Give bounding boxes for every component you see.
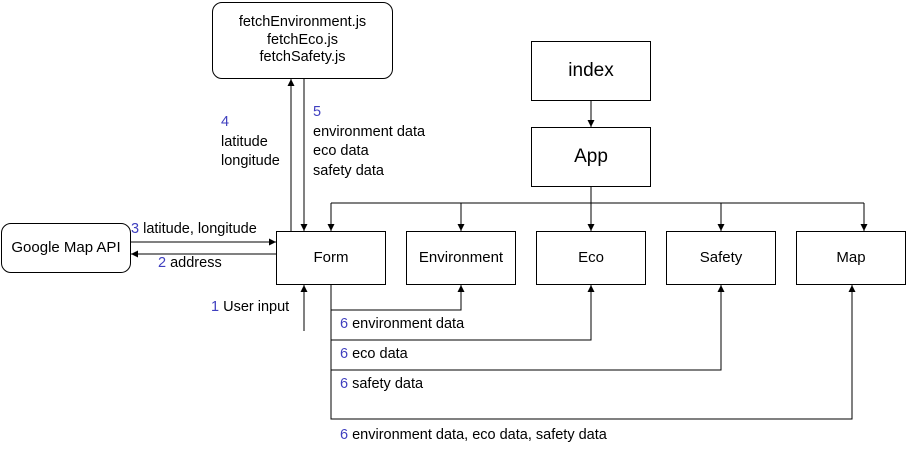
step5-number: 5 — [313, 104, 322, 120]
form-node: Form — [276, 231, 386, 285]
fetch-environment-label: fetchEnvironment.js — [238, 14, 367, 31]
step2-label: 2 address — [158, 254, 222, 274]
step6-map-number: 6 — [340, 427, 349, 443]
step4-line-latitude: latitude — [221, 133, 268, 150]
fetch-safety-label: fetchSafety.js — [259, 49, 346, 66]
step6-environment-text: environment data — [352, 316, 465, 332]
step6-eco-text: eco data — [352, 346, 408, 362]
step6-safety-label: 6 safety data — [340, 375, 423, 395]
step1-text: User input — [223, 299, 290, 315]
step2-number: 2 — [158, 255, 167, 271]
fetch-modules-node: fetchEnvironment.js fetchEco.js fetchSaf… — [212, 2, 393, 79]
app-node: App — [531, 127, 651, 187]
index-node: index — [531, 41, 651, 101]
step2-text: address — [170, 255, 222, 271]
edge-form-map — [330, 285, 856, 420]
eco-label: Eco — [578, 249, 604, 266]
edge-form-eco — [330, 285, 595, 341]
safety-node: Safety — [666, 231, 776, 285]
fetch-eco-label: fetchEco.js — [267, 31, 338, 48]
eco-node: Eco — [536, 231, 646, 285]
google-map-api-node: Google Map API — [1, 223, 131, 273]
step6-environment-label: 6 environment data — [340, 315, 464, 335]
step3-text: latitude, longitude — [143, 221, 257, 237]
safety-label: Safety — [699, 249, 743, 266]
step6-environment-number: 6 — [340, 316, 349, 332]
map-label: Map — [836, 249, 866, 266]
step6-safety-text: safety data — [352, 376, 424, 392]
step5-label: 5 environment data eco data safety data — [313, 103, 425, 181]
step4-label: 4 latitude longitude — [221, 113, 280, 172]
edge-form-safety — [330, 285, 725, 371]
step6-map-text: environment data, eco data, safety data — [352, 427, 607, 443]
app-label: App — [574, 145, 608, 167]
index-label: index — [568, 59, 614, 81]
step5-line-safety: safety data — [313, 162, 384, 179]
map-node: Map — [796, 231, 906, 285]
edge-form-environment — [330, 285, 465, 311]
step1-number: 1 — [211, 299, 220, 315]
step6-map-label: 6 environment data, eco data, safety dat… — [340, 426, 607, 446]
step4-line-longitude: longitude — [221, 153, 280, 169]
environment-label: Environment — [418, 249, 504, 266]
step6-safety-number: 6 — [340, 376, 349, 392]
environment-node: Environment — [406, 231, 516, 285]
form-label: Form — [313, 249, 349, 266]
step6-eco-label: 6 eco data — [340, 345, 408, 365]
step6-eco-number: 6 — [340, 346, 349, 362]
step3-label: 3 latitude, longitude — [131, 220, 257, 240]
step1-label: 1 User input — [211, 298, 289, 318]
step3-number: 3 — [131, 221, 140, 237]
step5-line-environment: environment data — [313, 123, 426, 140]
step4-number: 4 — [221, 114, 230, 130]
step5-line-eco: eco data — [313, 143, 369, 159]
google-map-api-label: Google Map API — [11, 239, 121, 256]
